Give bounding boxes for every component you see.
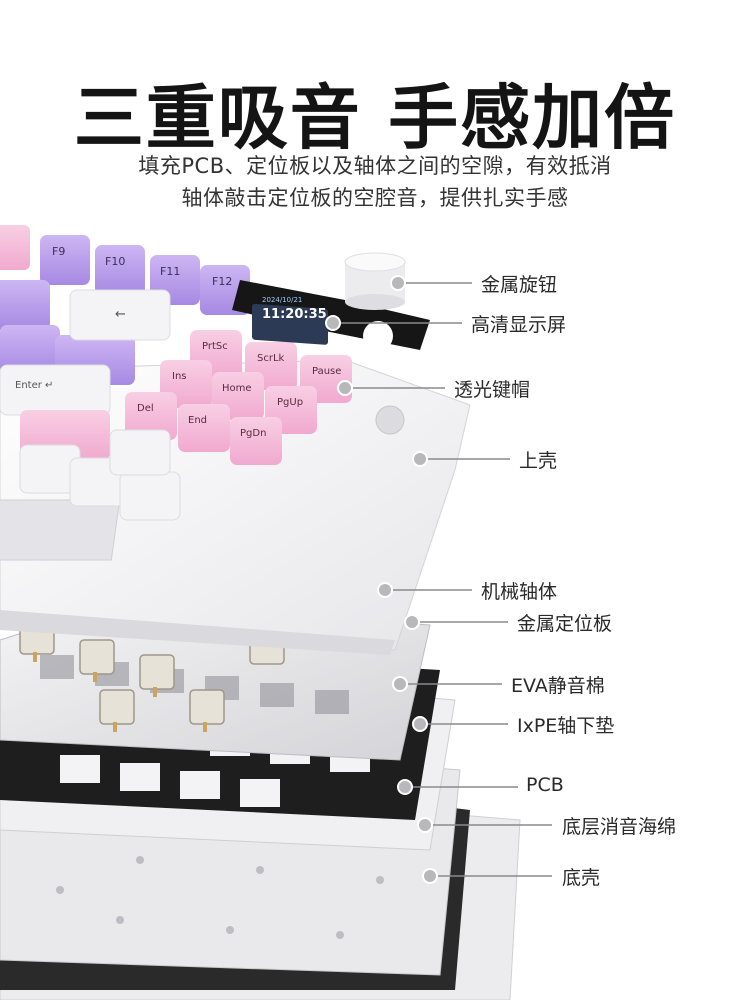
label-top-case: 上壳 — [519, 450, 558, 472]
keycap-f10: F10 — [105, 255, 125, 268]
keycap-prtsc: PrtSc — [202, 341, 228, 352]
label-bottom-case: 底壳 — [562, 867, 601, 889]
keycap-enter: Enter ↵ — [15, 380, 53, 391]
keycap-pause: Pause — [312, 366, 341, 377]
label-hd-display: 高清显示屏 — [471, 314, 567, 336]
keycap-del: Del — [137, 403, 154, 414]
svg-text:Pause: Pause — [312, 366, 341, 377]
svg-text:PgUp: PgUp — [277, 397, 303, 408]
svg-text:Enter ↵: Enter ↵ — [15, 380, 53, 391]
keycap-pgdn: PgDn — [240, 428, 266, 439]
svg-text:F10: F10 — [105, 255, 125, 268]
svg-text:ScrLk: ScrLk — [257, 353, 285, 364]
label-metal-plate: 金属定位板 — [517, 613, 613, 635]
label-bottom-foam: 底层消音海绵 — [562, 816, 677, 838]
display-time: 11:20:35 — [262, 307, 327, 322]
headline: 三重吸音 手感加倍 — [73, 77, 677, 159]
keycap-backspace: ← — [115, 307, 126, 322]
svg-text:PgDn: PgDn — [240, 428, 266, 439]
keycap-home: Home — [222, 383, 252, 394]
svg-text:Del: Del — [137, 403, 154, 414]
svg-text:Home: Home — [222, 383, 252, 394]
label-metal-knob: 金属旋钮 — [481, 274, 558, 296]
keycap-pgup: PgUp — [277, 397, 303, 408]
callout-lines — [333, 282, 552, 877]
keycap-scrlk: ScrLk — [257, 353, 285, 364]
label-ixpe-pad: IxPE轴下垫 — [517, 715, 615, 737]
subtitle-line-1: 填充PCB、定位板以及轴体之间的空隙，有效抵消 — [138, 154, 612, 178]
svg-text:F11: F11 — [160, 265, 180, 278]
keycap-f9: F9 — [52, 245, 65, 258]
hd-display: 2024/10/21 11:20:35 — [232, 280, 430, 351]
label-switches: 机械轴体 — [481, 581, 558, 603]
svg-text:End: End — [188, 415, 207, 426]
keycap-block-pink — [19, 330, 352, 521]
keycap-f12: F12 — [212, 275, 232, 288]
label-pcb: PCB — [526, 774, 564, 796]
label-eva-foam: EVA静音棉 — [511, 675, 605, 697]
keyboard-exploded-view: F9 F10 F11 F12 ← Enter ↵ PrtSc ScrLk Pau… — [0, 225, 552, 1000]
svg-text:F12: F12 — [212, 275, 232, 288]
svg-text:F9: F9 — [52, 245, 65, 258]
label-keycaps: 透光键帽 — [454, 379, 531, 401]
keycap-ins: Ins — [172, 371, 187, 382]
keycap-block-lavender — [0, 225, 250, 416]
svg-text:Ins: Ins — [172, 371, 187, 382]
callout-dots — [325, 275, 438, 884]
display-date: 2024/10/21 — [262, 296, 302, 304]
keycap-end: End — [188, 415, 207, 426]
svg-text:PrtSc: PrtSc — [202, 341, 228, 352]
keycap-f11: F11 — [160, 265, 180, 278]
svg-text:←: ← — [115, 307, 126, 322]
metal-knob — [344, 252, 406, 310]
subtitle-line-2: 轴体敲击定位板的空腔音，提供扎实手感 — [181, 186, 569, 210]
